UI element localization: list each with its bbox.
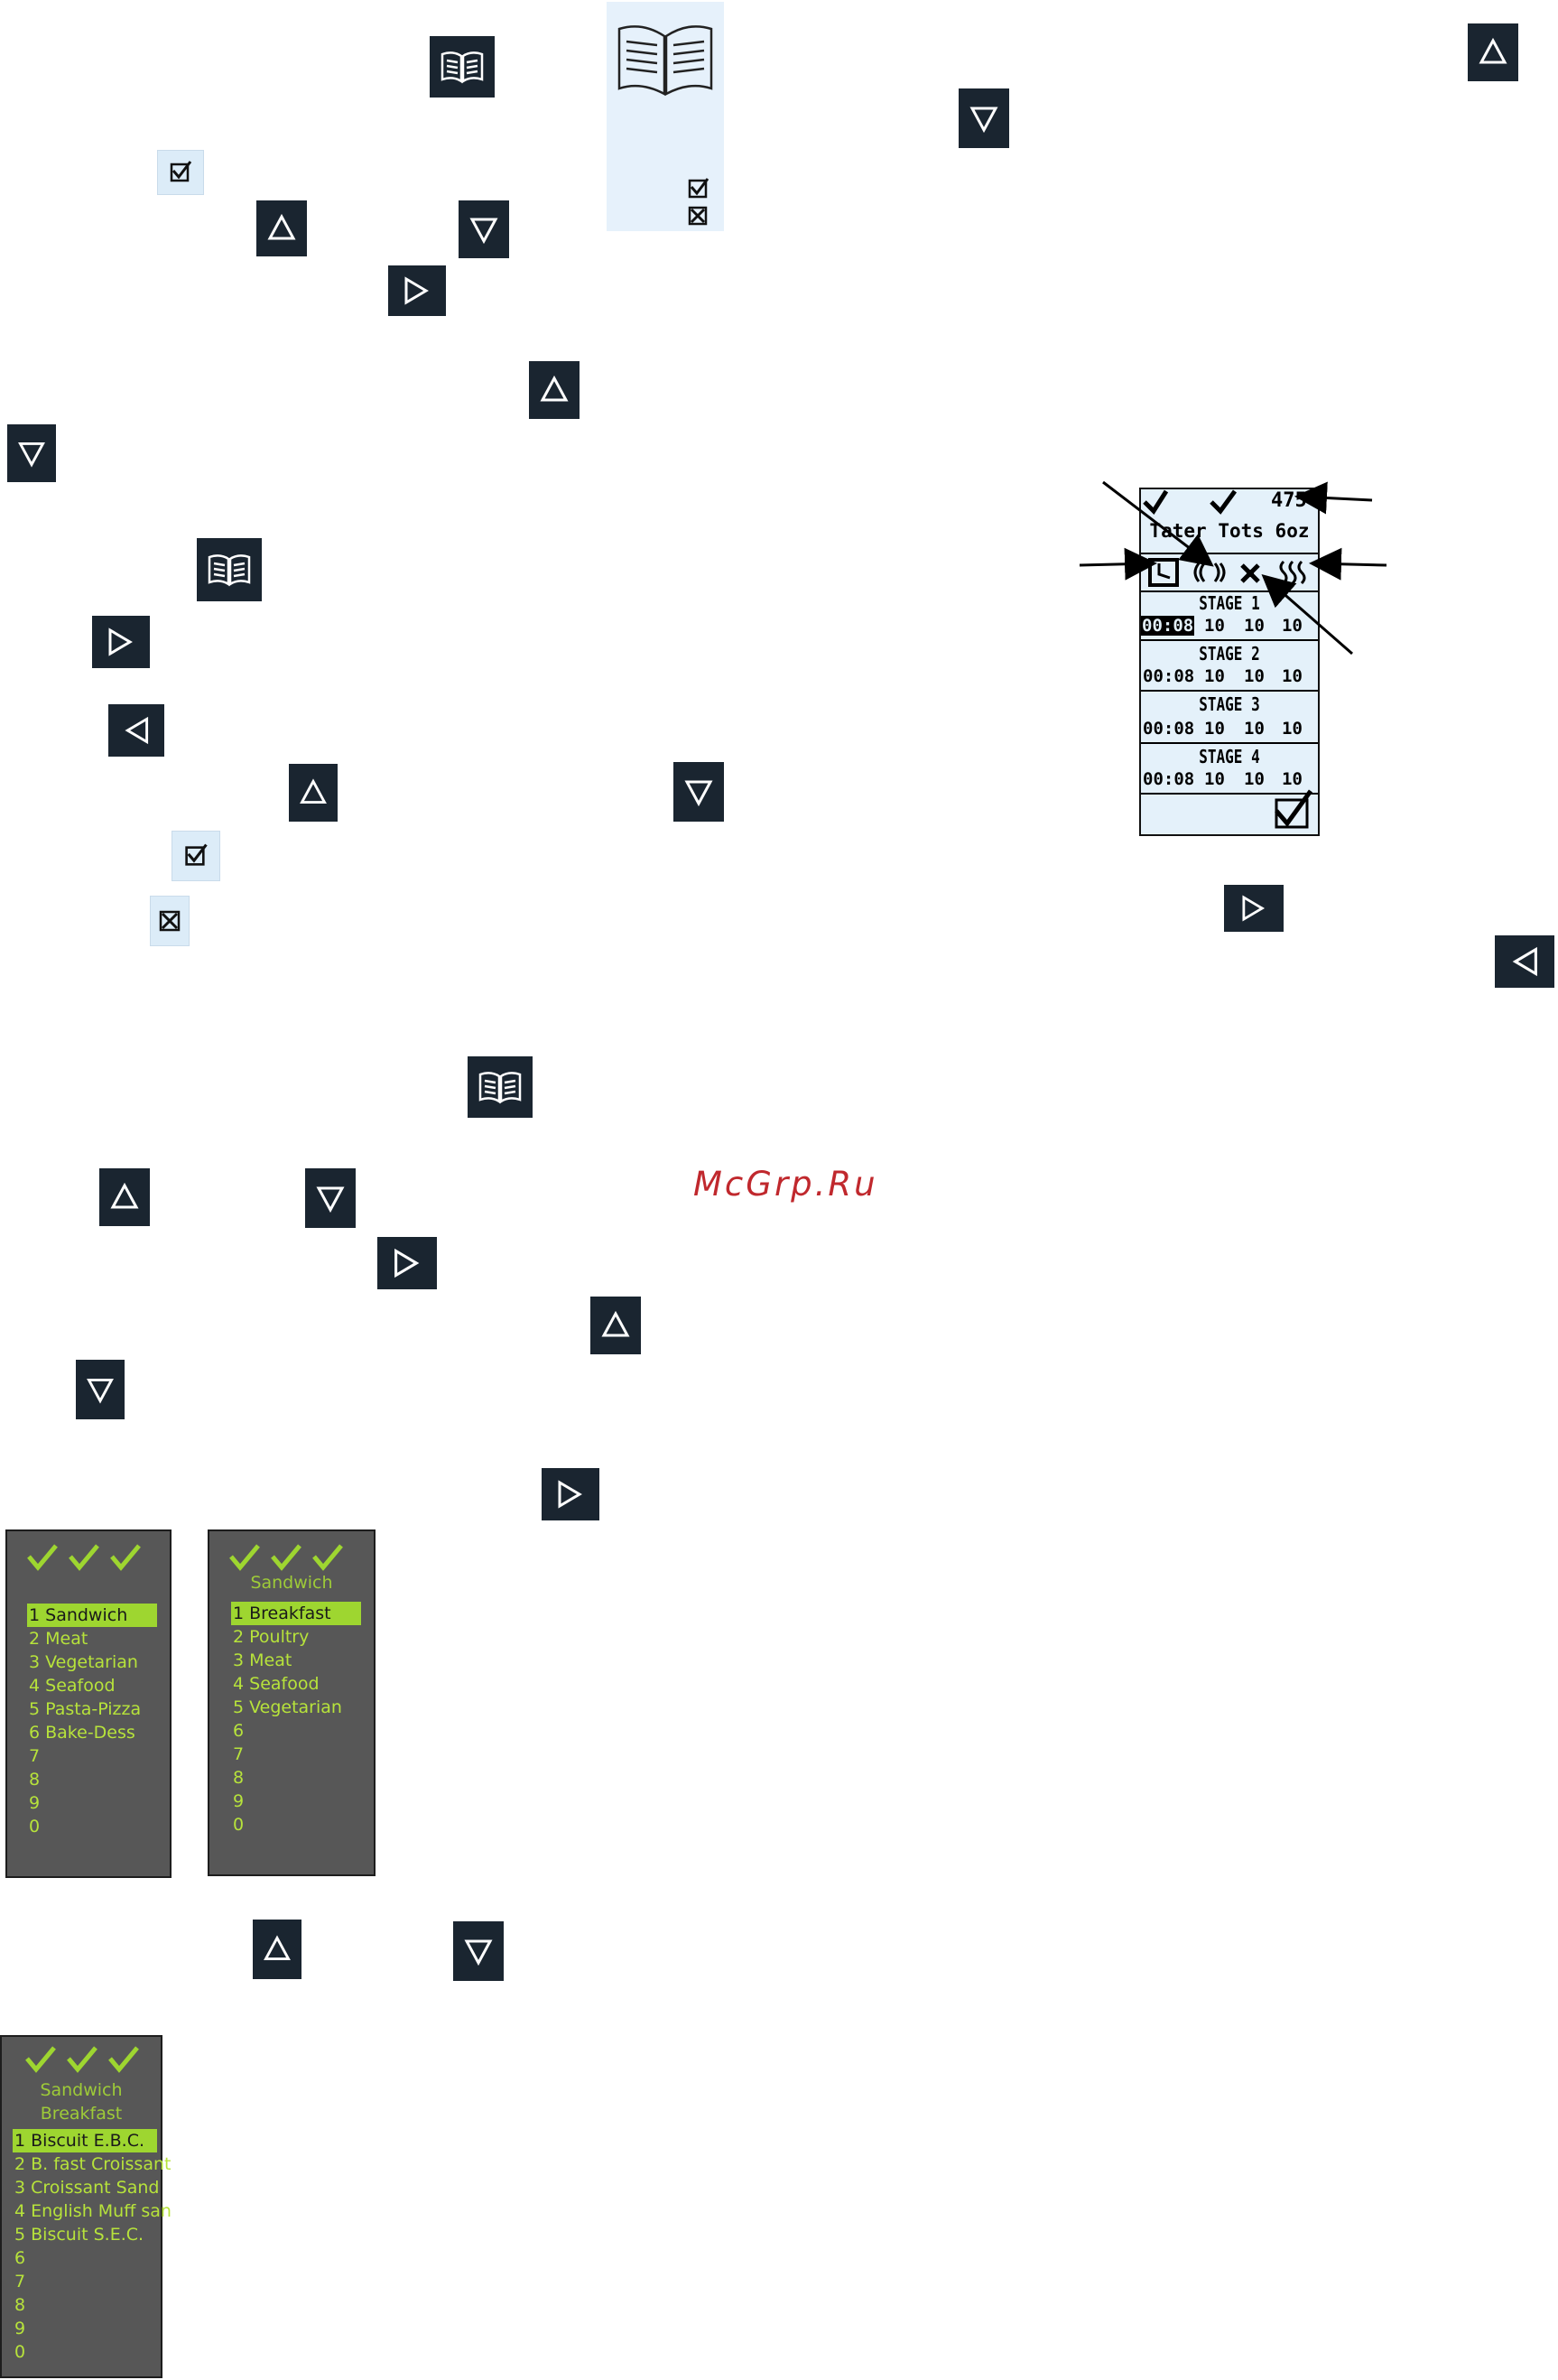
checkmarks-icon (229, 1544, 343, 1571)
watermark: McGrp.Ru (693, 1165, 878, 1204)
menu-title: Sandwich (250, 1573, 333, 1593)
menu-item[interactable]: 1 Breakfast (231, 1602, 361, 1625)
menu-item[interactable]: 4 Seafood (233, 1674, 320, 1694)
right-arrow-icon (542, 1468, 599, 1520)
lcd-stage-time: 00:08 (1143, 719, 1195, 739)
down-arrow-icon (459, 200, 509, 258)
right-arrow-icon (92, 616, 150, 668)
x-box-icon (150, 896, 190, 946)
menu-item[interactable]: 7 (233, 1744, 245, 1764)
menu-item[interactable]: 7 (29, 1746, 41, 1766)
lcd-stage-time: 00:08 (1143, 666, 1195, 686)
right-arrow-icon (1224, 885, 1284, 932)
up-arrow-icon (529, 361, 580, 419)
up-arrow-icon (289, 764, 338, 822)
up-arrow-icon (99, 1168, 150, 1226)
menu-item[interactable]: 5 Pasta-Pizza (29, 1699, 142, 1719)
down-arrow-icon (673, 762, 724, 822)
right-arrow-icon (388, 265, 446, 316)
menu-item[interactable]: 2 Poultry (233, 1627, 310, 1647)
menu-item[interactable]: 3 Vegetarian (29, 1652, 138, 1672)
down-arrow-icon (7, 424, 56, 482)
left-arrow-icon (1495, 935, 1554, 988)
down-arrow-icon (959, 88, 1009, 148)
checkmarks-icon (25, 2046, 139, 2073)
up-arrow-icon (256, 200, 307, 256)
x-box-icon (688, 206, 708, 226)
lcd-stage-label: STAGE 1 (1199, 592, 1260, 614)
menu-item[interactable]: 4 Seafood (29, 1676, 116, 1696)
menu-item[interactable]: 9 (29, 1793, 41, 1813)
menu-item[interactable]: 0 (14, 2342, 26, 2362)
menu-title: Sandwich (40, 2080, 123, 2100)
menu-item[interactable]: 9 (233, 1791, 245, 1811)
menu-item[interactable]: 0 (29, 1817, 41, 1836)
fan-icon (1240, 563, 1260, 583)
left-arrow-icon (108, 704, 164, 757)
menu-item[interactable]: 1 Biscuit E.B.C. (13, 2129, 157, 2152)
book-icon (430, 36, 495, 98)
menu-item[interactable]: 6 Bake-Dess (29, 1723, 135, 1743)
checkmark-box-icon (172, 831, 220, 881)
open-book-icon (617, 25, 713, 226)
lcd-stage-label: STAGE 2 (1199, 643, 1260, 665)
menu-item[interactable]: 2 B. fast Croissant (14, 2154, 172, 2174)
menu-item[interactable]: 8 (233, 1768, 245, 1788)
menu-item[interactable]: 2 Meat (29, 1629, 88, 1649)
menu-item[interactable]: 7 (14, 2272, 26, 2292)
menu-item[interactable]: 5 Biscuit S.E.C. (14, 2225, 144, 2245)
lcd-stage-time: 00:08 (1143, 769, 1195, 789)
menu-item[interactable]: 9 (14, 2319, 26, 2338)
menu-item[interactable]: 8 (14, 2295, 26, 2315)
down-arrow-icon (453, 1921, 504, 1981)
checkmarks-icon (27, 1544, 141, 1571)
book-illustration-panel (607, 2, 724, 231)
oven-lcd-screen: 475 Tater Tots 6oz STAGE 1 00:08 10 10 1… (1139, 488, 1320, 836)
menu-screen-breakfast: Sandwich Breakfast 1 Biscuit E.B.C.2 B. … (0, 2035, 172, 2378)
up-arrow-icon (590, 1297, 641, 1354)
down-arrow-icon (305, 1168, 356, 1228)
menu-item[interactable]: 3 Meat (233, 1650, 292, 1670)
menu-item[interactable]: 6 (14, 2248, 26, 2268)
lcd-stage-label: STAGE 4 (1199, 746, 1260, 767)
up-arrow-icon (1468, 23, 1518, 81)
checkmark-box-icon (1275, 789, 1313, 829)
menu-item[interactable]: 1 Sandwich (27, 1604, 157, 1627)
microwave-icon (1193, 562, 1226, 582)
checkmark-box-icon (157, 150, 204, 195)
lcd-stage-label: STAGE 3 (1199, 693, 1260, 715)
down-arrow-icon (76, 1360, 125, 1419)
lcd-callout-arrows (1079, 480, 1387, 655)
book-icon (197, 538, 262, 601)
menu-item[interactable]: 3 Croissant Sand (14, 2178, 160, 2198)
lcd-graphics (1143, 489, 1313, 829)
menu-subtitle: Breakfast (40, 2104, 123, 2124)
menu-item[interactable]: 0 (233, 1815, 245, 1835)
book-icon (468, 1056, 533, 1118)
right-arrow-icon (377, 1237, 437, 1289)
menu-item[interactable]: 5 Vegetarian (233, 1697, 342, 1717)
up-arrow-icon (253, 1920, 301, 1979)
checkmark-box-icon (688, 178, 709, 199)
menu-item[interactable]: 6 (233, 1721, 245, 1741)
lcd-stage-time: 00:08 (1141, 616, 1195, 636)
menu-item[interactable]: 8 (29, 1770, 41, 1790)
menu-item[interactable]: 4 English Muff san (14, 2201, 172, 2221)
